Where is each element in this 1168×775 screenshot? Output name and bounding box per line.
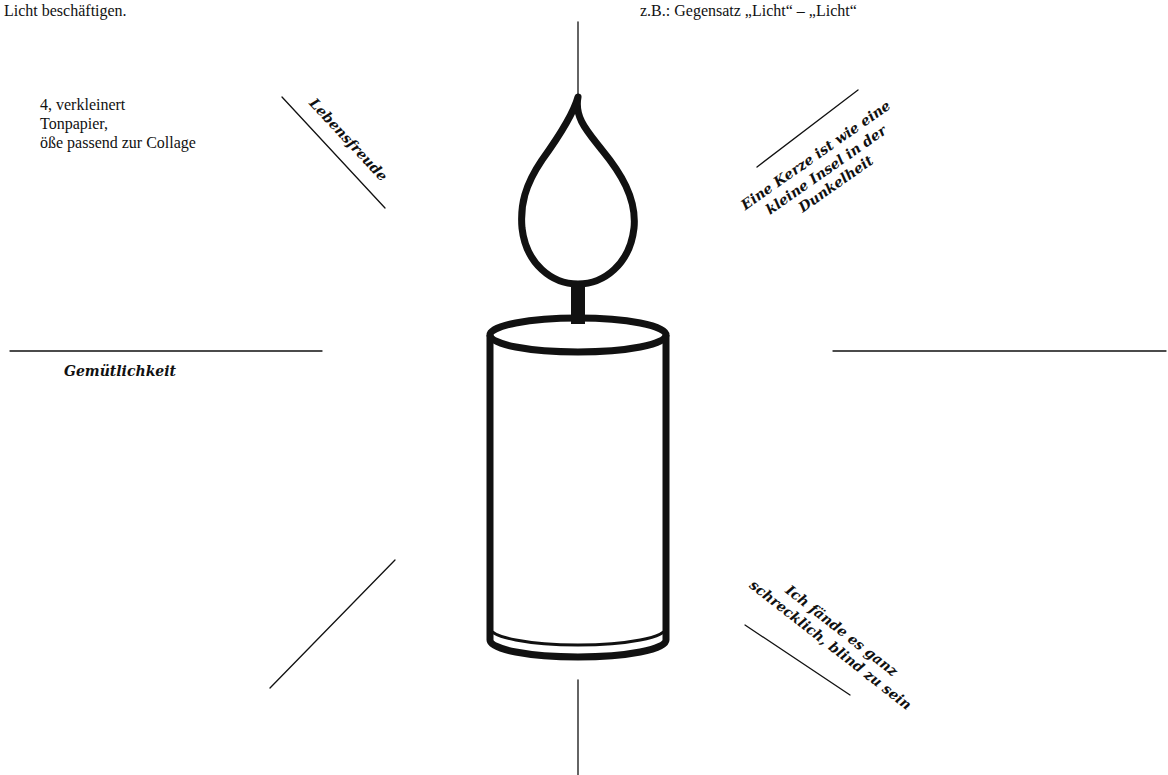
heading-fragment: Licht beschäftigen. — [4, 2, 127, 20]
heading-fragment: z.B.: Gegensatz „Licht“ – „Licht“ — [640, 2, 857, 20]
ray-line — [577, 680, 578, 775]
candle-body — [490, 335, 666, 657]
flame — [522, 97, 635, 284]
ray-line — [10, 350, 322, 351]
association-note: Gemütlichkeit — [30, 363, 210, 381]
association-note: Ich fände es ganz schrecklich, blind zu … — [741, 558, 932, 718]
association-note: Lebensfreude — [294, 83, 402, 197]
instruction-text: 4, verkleinert — [40, 96, 125, 114]
candle-rim — [490, 628, 666, 645]
ray-line — [833, 350, 1166, 351]
instruction-text: Tonpapier, — [40, 115, 108, 133]
ray-line — [577, 22, 578, 106]
association-note: Eine Kerze ist wie eine kleine Insel in … — [723, 87, 929, 253]
wick — [571, 284, 585, 324]
ray-line — [270, 560, 395, 688]
instruction-text: öße passend zur Collage — [40, 134, 196, 152]
